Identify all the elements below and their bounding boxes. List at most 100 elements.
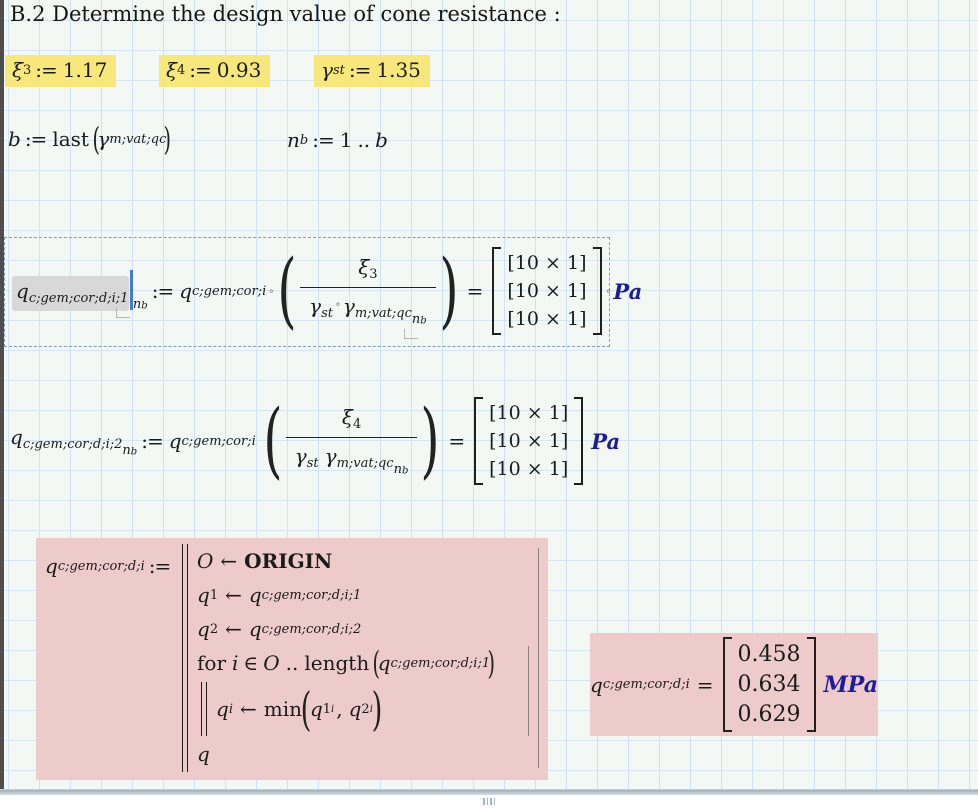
rhs-subscript: c;gem;cor;i [192, 283, 267, 299]
value: 1.17 [62, 58, 108, 82]
matrix-row: [10 × 1] [489, 458, 569, 480]
den2-index-subscript: b [401, 465, 409, 477]
variable-name: ξ [12, 58, 24, 82]
program-vertical-bar [201, 682, 207, 736]
program-line-return: q [197, 738, 493, 770]
source-subscript: c;gem;cor;d;i;2 [261, 621, 362, 637]
variable-subscript: st [332, 62, 345, 78]
region-selection-outline[interactable] [4, 237, 610, 347]
lhs-subscript: c;gem;cor;d;i;1 [28, 291, 129, 307]
unit-label: Pa [613, 278, 643, 304]
multiply-dot-icon: ∘ [605, 284, 612, 298]
assign-operator: := [35, 58, 57, 82]
arg1-index: i [331, 703, 335, 715]
page-bottom-line [0, 789, 978, 790]
numerator-name: ξ [358, 255, 370, 280]
for-keyword: for [197, 651, 227, 675]
close-paren: ) [487, 644, 496, 682]
den1-name: γ [294, 444, 307, 469]
close-paren: ) [163, 120, 172, 158]
numerator-subscript: 3 [369, 267, 378, 283]
assign-operator: := [312, 128, 334, 152]
matrix-value: 0.458 [737, 642, 801, 667]
region-edge-line [528, 646, 529, 736]
assign-arrow: ← [239, 697, 257, 721]
eq2-lhs: qc;gem;cor;d;i;2nb [10, 425, 137, 458]
variable-name: b [8, 127, 21, 151]
assign-operator: := [141, 429, 163, 453]
program-line-1: O←ORIGIN [197, 544, 493, 578]
rhs-subscript: c;gem;cor;i [181, 433, 256, 449]
denominator: γst∘γm;vat;qcnb [300, 287, 436, 339]
assign-operator: := [148, 554, 171, 578]
lhs-subscript: c;gem;cor;d;i [57, 558, 145, 574]
equals-operator: = [448, 429, 466, 453]
matrix-bracket-right [574, 397, 584, 485]
assign-operator: := [24, 127, 47, 151]
matrix-row: [10 × 1] [489, 430, 569, 452]
assign-operator: := [348, 58, 371, 82]
numerator: ξ4 [333, 405, 370, 437]
variable-subscript: 1 [209, 587, 219, 603]
close-paren: ) [371, 682, 383, 736]
return-variable: q [197, 742, 210, 766]
lhs-subscript: c;gem;cor;d;i [602, 677, 690, 692]
den2-subscript: m;vat;qc [336, 456, 394, 472]
argument-subscript: m;vat;qc [109, 131, 167, 147]
assign-arrow: ← [220, 549, 238, 573]
horizontal-scrollbar[interactable] [0, 795, 978, 808]
bottom-divider [0, 790, 978, 795]
function-name: last [52, 127, 89, 151]
source-variable: q [248, 617, 262, 641]
variable: q [216, 697, 229, 721]
variable-index: i [228, 701, 233, 717]
inline-selection-highlight: qc;gem;cor;d;i;1 [12, 276, 130, 312]
assign-arrow: ← [225, 617, 242, 641]
argument-name: γ [97, 127, 110, 151]
matrix-value: 0.629 [737, 702, 801, 727]
builtin-constant: ORIGIN [244, 549, 333, 573]
open-paren: ( [300, 682, 312, 736]
lhs-name: q [10, 424, 23, 449]
equals-operator: = [466, 279, 484, 303]
matrix-display: [10 × 1] [10 × 1] [10 × 1] [474, 397, 584, 485]
splitter-handle[interactable] [483, 798, 495, 805]
close-paren: ) [439, 243, 459, 338]
matrix-bracket-right [592, 247, 602, 335]
variable-subscript: 2 [209, 621, 219, 637]
multiply-dot-icon: ∘ [335, 296, 341, 311]
matrix-display: [10 × 1] [10 × 1] [10 × 1] [492, 247, 602, 335]
variable: O [197, 549, 214, 573]
den2-name: γ [342, 294, 355, 319]
page-margin-bar [0, 0, 4, 789]
lhs-name: q [45, 554, 58, 578]
unit-label: MPa [823, 671, 878, 698]
source-subscript: c;gem;cor;d;i;1 [261, 587, 362, 603]
section-title: B.2 Determine the design value of cone r… [10, 2, 561, 26]
matrix-row: [10 × 1] [507, 308, 587, 330]
element-of-operator: ∈ [243, 651, 259, 675]
lhs-subscript: c;gem;cor;d;i;2 [22, 436, 123, 452]
rhs-name: q [168, 429, 182, 453]
source-variable: q [248, 583, 262, 607]
numerator: ξ3 [349, 255, 386, 287]
den1-subscript: st [306, 456, 319, 472]
multiply-dot-icon: ∘ [268, 284, 275, 298]
variable-subscript: b [299, 132, 309, 148]
matrix-bracket-left [722, 637, 732, 732]
